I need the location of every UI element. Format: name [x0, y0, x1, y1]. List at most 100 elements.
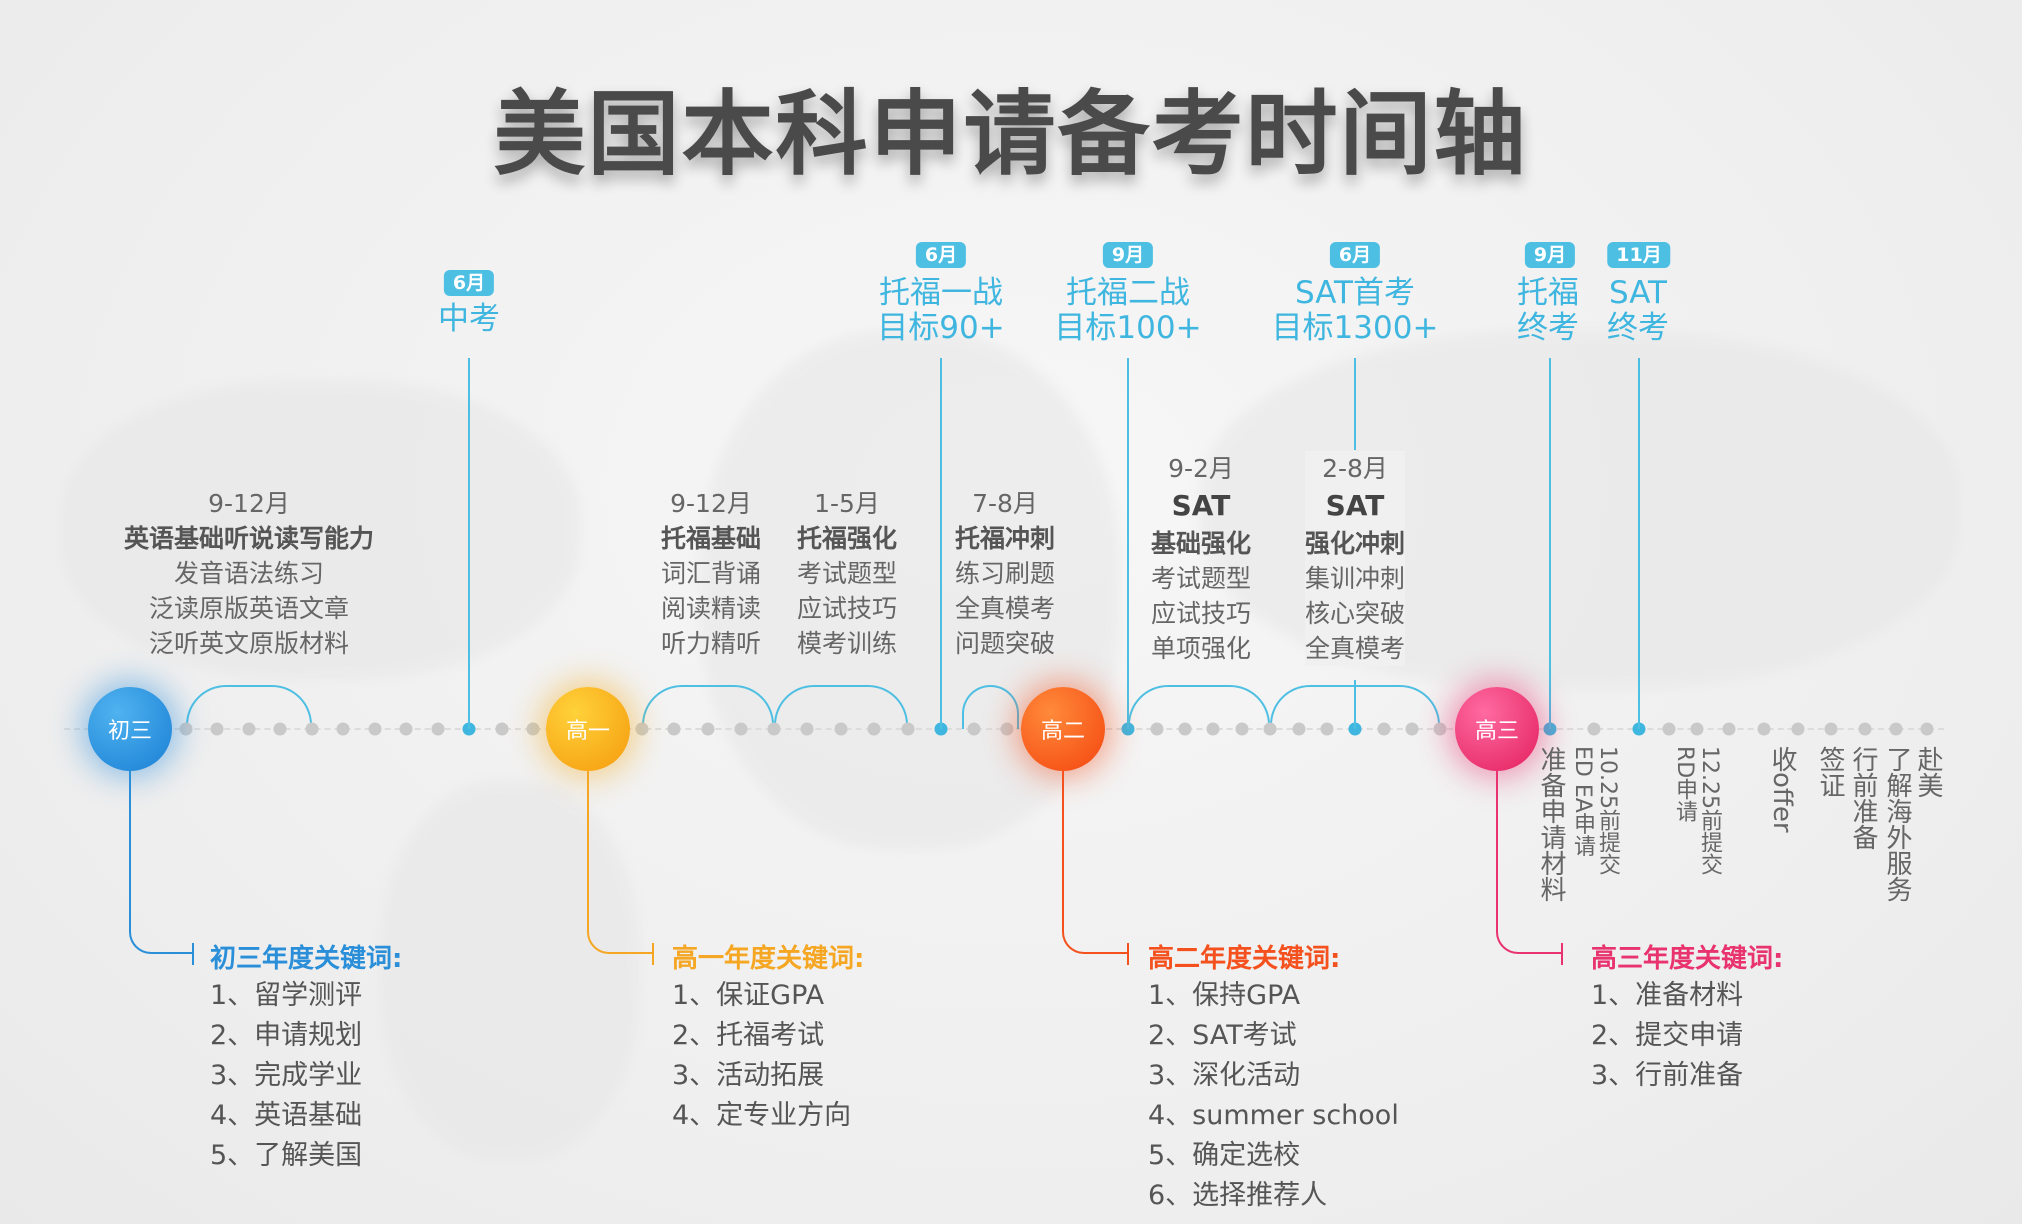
timeline-dot	[767, 722, 781, 736]
page-title: 美国本科申请备考时间轴	[493, 81, 1528, 188]
senior-step: 了解海外服务	[1882, 746, 1912, 902]
connector-tick	[1127, 943, 1129, 965]
timeline-dot	[1263, 722, 1277, 736]
timeline-dot	[1690, 722, 1704, 736]
timeline-dot	[1889, 722, 1903, 736]
connector-line	[587, 771, 653, 954]
timeline-dot	[1206, 722, 1220, 736]
milestone-month-badge: 9月	[1102, 242, 1154, 268]
timeline-dot	[1405, 722, 1419, 736]
milestone-label: SAT首考目标1300+	[1271, 275, 1439, 346]
timeline-dot	[1433, 722, 1447, 736]
timeline-milestone-dot	[934, 722, 948, 736]
timeline-milestone-dot	[462, 722, 476, 736]
timeline-dot	[1791, 722, 1805, 736]
milestone-line	[1638, 358, 1640, 729]
timeline-dot	[867, 722, 881, 736]
period-block: 1-5月托福强化 考试题型应试技巧模考训练	[796, 489, 898, 658]
timeline-dot	[1320, 722, 1334, 736]
milestone-month-badge: 6月	[915, 242, 967, 268]
period-bracket	[1128, 685, 1271, 729]
timeline-dot	[368, 722, 382, 736]
keyword-title: 初三年度关键词:	[210, 944, 403, 974]
timeline-milestone-dot	[1543, 722, 1557, 736]
timeline-dot	[800, 722, 814, 736]
timeline-milestone-dot	[1348, 722, 1362, 736]
milestone-month-badge: 6月	[443, 270, 495, 296]
milestone-label: 托福终考	[1517, 275, 1579, 346]
connector-tick	[192, 943, 194, 965]
milestone-label: 中考	[438, 301, 500, 337]
timeline-dot	[1662, 722, 1676, 736]
keyword-title: 高二年度关键词:	[1148, 944, 1341, 974]
keyword-title: 高一年度关键词:	[672, 944, 865, 974]
timeline-dot	[635, 722, 649, 736]
timeline-milestone-dot	[1632, 722, 1646, 736]
senior-step: 行前准备	[1848, 746, 1878, 850]
timeline-dot	[1722, 722, 1736, 736]
milestone-label: 托福二战目标100+	[1054, 275, 1202, 346]
connector-line	[129, 771, 193, 954]
milestone-label: 托福一战目标90+	[877, 275, 1005, 346]
timeline-dot	[242, 722, 256, 736]
stage-circle-grade12: 高三	[1455, 687, 1539, 771]
milestone-line	[1354, 358, 1356, 450]
timeline-dot	[1824, 722, 1838, 736]
period-block: 9-12月托福基础 词汇背诵阅读精读听力精听	[660, 489, 762, 658]
milestone-line	[1549, 358, 1551, 729]
timeline-dot	[526, 722, 540, 736]
world-map-shape	[380, 780, 640, 1160]
milestone-line	[940, 358, 942, 729]
timeline-dot	[967, 722, 981, 736]
stage-circle-grade9: 初三	[88, 687, 172, 771]
timeline-dot	[1235, 722, 1249, 736]
stage-circle-grade11: 高二	[1021, 687, 1105, 771]
timeline-dot	[901, 722, 915, 736]
period-bracket	[961, 685, 1019, 729]
timeline-dot	[1000, 722, 1014, 736]
timeline-dot	[1178, 722, 1192, 736]
timeline-dot	[210, 722, 224, 736]
timeline-dot	[734, 722, 748, 736]
keyword-title: 高三年度关键词:	[1591, 944, 1784, 974]
milestone-line	[468, 358, 470, 729]
world-map-shape	[700, 330, 1120, 850]
timeline-milestone-dot	[1121, 722, 1135, 736]
senior-step: 10.25前提交 ED EA申请	[1570, 746, 1620, 875]
timeline-dot	[1587, 722, 1601, 736]
timeline-dot	[399, 722, 413, 736]
milestone-month-badge: 11月	[1607, 242, 1671, 268]
timeline-dot	[431, 722, 445, 736]
connector-line	[1062, 771, 1128, 954]
milestone-month-badge: 9月	[1524, 242, 1576, 268]
connector-tick	[1561, 943, 1563, 965]
timeline-dot	[701, 722, 715, 736]
milestone-month-badge: 6月	[1329, 242, 1381, 268]
timeline-dot	[179, 722, 193, 736]
senior-step: 收offer	[1767, 746, 1797, 833]
milestone-line	[1127, 358, 1129, 729]
timeline-dot	[1757, 722, 1771, 736]
senior-step: 12.25前提交 RD申请	[1672, 746, 1722, 875]
stage-circle-grade10: 高一	[546, 687, 630, 771]
timeline-dot	[1292, 722, 1306, 736]
timeline-dot	[305, 722, 319, 736]
timeline-dot	[1858, 722, 1872, 736]
timeline-dot	[1150, 722, 1164, 736]
timeline-dot	[834, 722, 848, 736]
timeline-dot	[273, 722, 287, 736]
milestone-line	[1354, 680, 1356, 729]
connector-tick	[652, 943, 654, 965]
senior-step: 准备申请材料	[1536, 746, 1566, 902]
connector-line	[1496, 771, 1562, 954]
senior-step: 赴美	[1913, 746, 1943, 798]
timeline-dot	[1377, 722, 1391, 736]
timeline-dot	[495, 722, 509, 736]
